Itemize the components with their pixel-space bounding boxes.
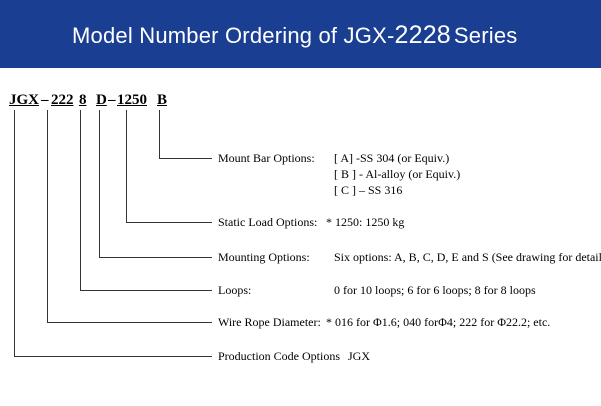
label-production-code: Production Code Options (218, 349, 340, 363)
label-static-load: Static Load Options: (218, 215, 318, 229)
code-dash-1: – (41, 92, 49, 108)
value-production-code: JGX (348, 349, 371, 363)
connector-wire (47, 110, 212, 323)
label-wire-rope: Wire Rope Diameter: (218, 315, 321, 329)
label-loops: Loops: (218, 283, 252, 297)
connector-static-load (126, 110, 212, 223)
title-suffix: Series (453, 23, 518, 48)
connector-mounting (99, 110, 212, 258)
code-series: JGX (9, 92, 39, 108)
value-loops: 0 for 10 loops; 6 for 6 loops; 8 for 8 l… (334, 283, 536, 297)
connector-loops (80, 110, 212, 291)
value-mount-bar-a: [ A] -SS 304 (or Equiv.) (334, 151, 450, 165)
code-loops: 8 (79, 92, 87, 108)
code-mount-bar: B (157, 92, 168, 108)
value-wire-rope: * 016 for Φ1.6; 040 forΦ4; 222 for Φ22.2… (326, 315, 551, 329)
code-dash-2: – (108, 92, 116, 108)
code-mounting: D (96, 92, 107, 108)
code-load: 1250 (117, 92, 147, 108)
connector-mount-bar (159, 110, 212, 159)
value-mount-bar-c: [ C ] – SS 316 (334, 183, 403, 197)
label-mount-bar: Mount Bar Options: (218, 151, 315, 165)
title-number: 2228 (394, 21, 451, 49)
label-mounting: Mounting Options: (218, 250, 310, 264)
connector-production (14, 110, 212, 357)
value-mount-bar-b: [ B ] - Al-alloy (or Equiv.) (334, 167, 461, 181)
code-wire: 222 (51, 92, 74, 108)
value-static-load: * 1250: 1250 kg (326, 215, 405, 229)
value-mounting: Six options: A, B, C, D, E and S (See dr… (334, 250, 601, 264)
title-prefix: Model Number Ordering of JGX- (72, 23, 395, 48)
